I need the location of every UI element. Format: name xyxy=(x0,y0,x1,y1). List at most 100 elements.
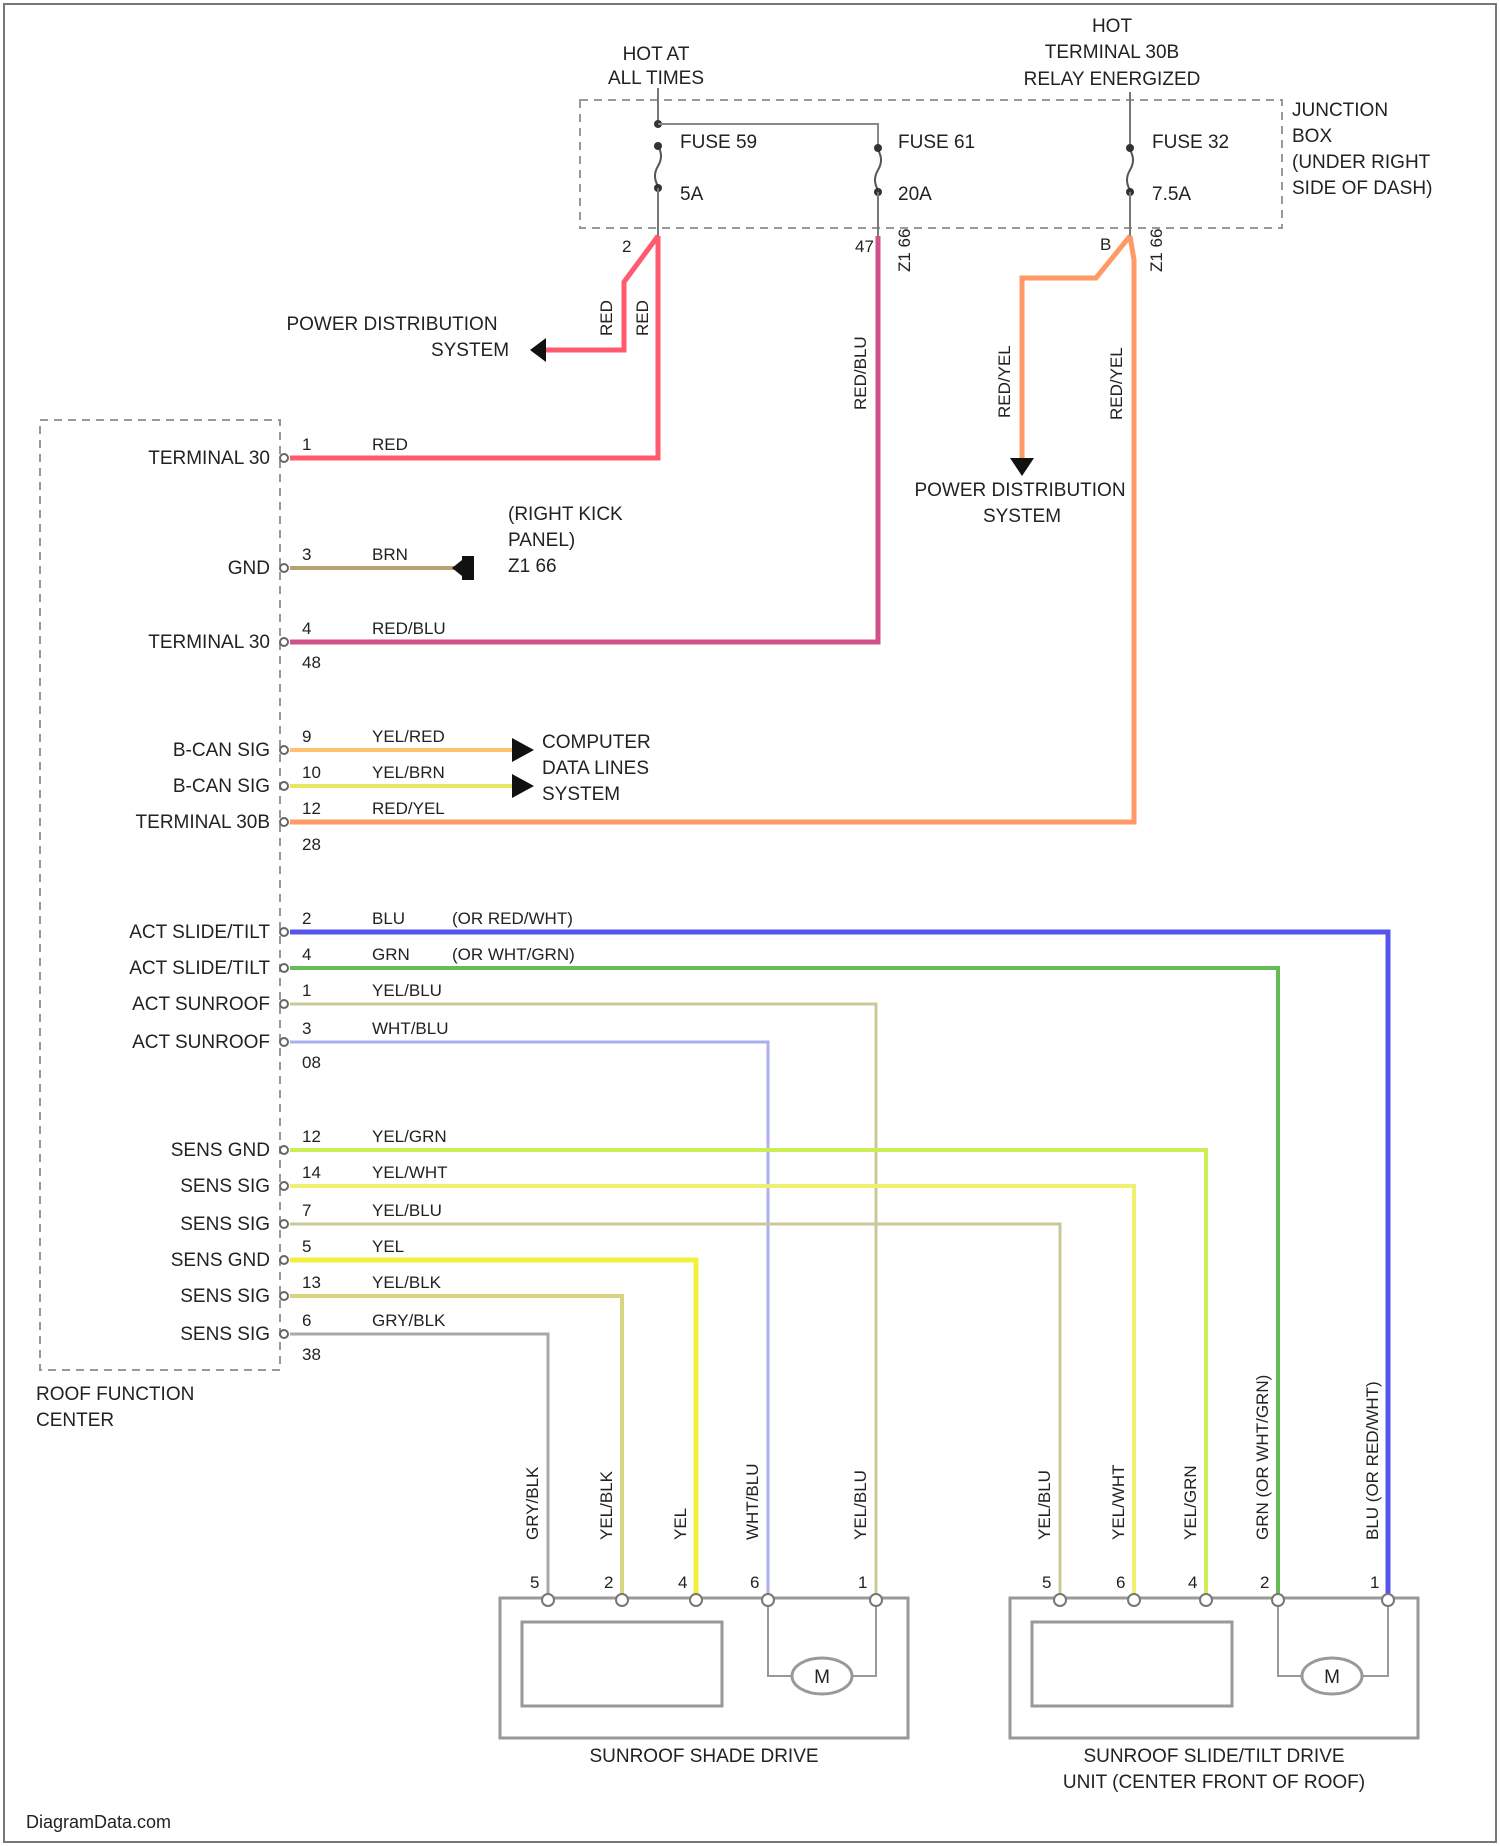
drive-pin-number: 6 xyxy=(1116,1573,1125,1592)
slide-tilt-motor-label: M xyxy=(1324,1667,1340,1688)
watermark: DiagramData.com xyxy=(26,1812,171,1832)
vertical-label-red-yel-b: RED/YEL xyxy=(1107,347,1126,420)
terminal-name: SENS SIG xyxy=(180,1324,270,1345)
pin-connector-icon xyxy=(280,746,288,754)
slide-tilt-drive-name-line2: UNIT (CENTER FRONT OF ROOF) xyxy=(1063,1772,1365,1793)
pin-connector-icon xyxy=(280,1182,288,1190)
power-distribution-left-line1: POWER DISTRIBUTION xyxy=(286,314,497,335)
pin-number: 9 xyxy=(302,727,311,746)
wire-color-label: YEL xyxy=(372,1237,404,1256)
computer-data-lines-line3: SYSTEM xyxy=(542,784,620,805)
wire-color-label: YEL/BRN xyxy=(372,763,445,782)
vertical-label-red-b: RED xyxy=(633,300,652,336)
terminal-name: TERMINAL 30 xyxy=(148,632,270,653)
wire-color-label: YEL/BLU xyxy=(372,1201,442,1220)
wire-color-label: RED xyxy=(372,435,408,454)
terminal-name: SENS GND xyxy=(171,1250,270,1271)
drive-pin-number: 2 xyxy=(604,1573,613,1592)
connector-label-48: 48 xyxy=(302,653,321,672)
connector-label-28: 28 xyxy=(302,835,321,854)
terminal-name: TERMINAL 30B xyxy=(136,812,270,833)
drive-pin-connector-icon xyxy=(542,1594,554,1606)
drive-wire-label: YEL/BLU xyxy=(851,1470,870,1540)
wire-alt-color-label: (OR RED/WHT) xyxy=(452,909,573,928)
pin-connector-icon xyxy=(280,1038,288,1046)
wire-color-label: YEL/RED xyxy=(372,727,445,746)
computer-data-lines-line2: DATA LINES xyxy=(542,758,649,779)
hot-at-all-times-line1: HOT AT xyxy=(623,44,690,65)
wire-color-label: BRN xyxy=(372,545,408,564)
wire-color-label: RED/YEL xyxy=(372,799,445,818)
pin-number: 3 xyxy=(302,545,311,564)
power-distribution-left-line2: SYSTEM xyxy=(431,340,509,361)
pin-connector-icon xyxy=(280,782,288,790)
drive-pin-connector-icon xyxy=(1054,1594,1066,1606)
pin-connector-icon xyxy=(280,964,288,972)
ground-connector-icon xyxy=(462,556,474,580)
pin-number: 2 xyxy=(302,909,311,928)
drive-pin-number: 4 xyxy=(1188,1573,1197,1592)
wire-alt-color-label: (OR WHT/GRN) xyxy=(452,945,575,964)
junction-box-line1: JUNCTION xyxy=(1292,100,1388,121)
pin-connector-icon xyxy=(280,1220,288,1228)
ground-location-line2: PANEL) xyxy=(508,530,575,551)
terminal-name: TERMINAL 30 xyxy=(148,448,270,469)
pin-number: 12 xyxy=(302,799,321,818)
drive-pin-number: 6 xyxy=(750,1573,759,1592)
fuse-61-pin: 47 xyxy=(855,237,874,256)
pin-connector-icon xyxy=(280,1146,288,1154)
vertical-label-red-blu: RED/BLU xyxy=(851,336,870,410)
pin-number: 13 xyxy=(302,1273,321,1292)
pin-number: 7 xyxy=(302,1201,311,1220)
drive-wire-label: BLU (OR RED/WHT) xyxy=(1363,1381,1382,1540)
vertical-label-red-a: RED xyxy=(597,300,616,336)
pin-number: 1 xyxy=(302,435,311,454)
pin-connector-icon xyxy=(280,1330,288,1338)
hot-relay-line2: TERMINAL 30B xyxy=(1045,42,1179,63)
terminal-name: ACT SUNROOF xyxy=(132,1032,270,1053)
wire-color-label: BLU xyxy=(372,909,405,928)
drive-wire-label: YEL xyxy=(671,1508,690,1540)
drive-wire-label: YEL/BLK xyxy=(597,1470,616,1540)
hot-relay-line3: RELAY ENERGIZED xyxy=(1024,69,1201,90)
pin-connector-icon xyxy=(280,1000,288,1008)
drive-wire-label: YEL/WHT xyxy=(1109,1464,1128,1540)
fuse-32-name: FUSE 32 xyxy=(1152,132,1229,153)
pin-number: 3 xyxy=(302,1019,311,1038)
slide-tilt-drive-name-line1: SUNROOF SLIDE/TILT DRIVE xyxy=(1083,1746,1344,1767)
drive-pin-number: 5 xyxy=(530,1573,539,1592)
connector-label-08: 08 xyxy=(302,1053,321,1072)
terminal-name: GND xyxy=(228,558,270,579)
pin-number: 12 xyxy=(302,1127,321,1146)
pin-connector-icon xyxy=(280,1292,288,1300)
junction-box-line2: BOX xyxy=(1292,126,1332,147)
ground-location-line1: (RIGHT KICK xyxy=(508,504,623,525)
hot-at-all-times-line2: ALL TIMES xyxy=(608,68,704,89)
junction-box-line3: (UNDER RIGHT xyxy=(1292,152,1431,173)
drive-pin-number: 4 xyxy=(678,1573,687,1592)
drive-pin-number: 1 xyxy=(1370,1573,1379,1592)
hot-relay-line1: HOT xyxy=(1092,16,1133,37)
drive-pin-connector-icon xyxy=(1272,1594,1284,1606)
computer-data-lines-line1: COMPUTER xyxy=(542,732,651,753)
pin-connector-icon xyxy=(280,564,288,572)
splice-label-mid: Z1 66 xyxy=(895,229,914,272)
module-name-line1: ROOF FUNCTION xyxy=(36,1384,194,1405)
pin-number: 4 xyxy=(302,619,311,638)
fuse-61-rating: 20A xyxy=(898,184,932,205)
pin-connector-icon xyxy=(280,818,288,826)
terminal-name: SENS SIG xyxy=(180,1286,270,1307)
terminal-name: ACT SLIDE/TILT xyxy=(129,958,270,979)
drive-pin-number: 1 xyxy=(858,1573,867,1592)
terminal-name: B-CAN SIG xyxy=(173,776,270,797)
drive-pin-connector-icon xyxy=(1200,1594,1212,1606)
pin-number: 5 xyxy=(302,1237,311,1256)
module-name-line2: CENTER xyxy=(36,1410,114,1431)
terminal-name: SENS SIG xyxy=(180,1176,270,1197)
terminal-name: B-CAN SIG xyxy=(173,740,270,761)
wire-color-label: GRY/BLK xyxy=(372,1311,446,1330)
drive-pin-connector-icon xyxy=(690,1594,702,1606)
power-distribution-right-line2: SYSTEM xyxy=(983,506,1061,527)
pin-connector-icon xyxy=(280,638,288,646)
drive-wire-label: GRN (OR WHT/GRN) xyxy=(1253,1375,1272,1540)
